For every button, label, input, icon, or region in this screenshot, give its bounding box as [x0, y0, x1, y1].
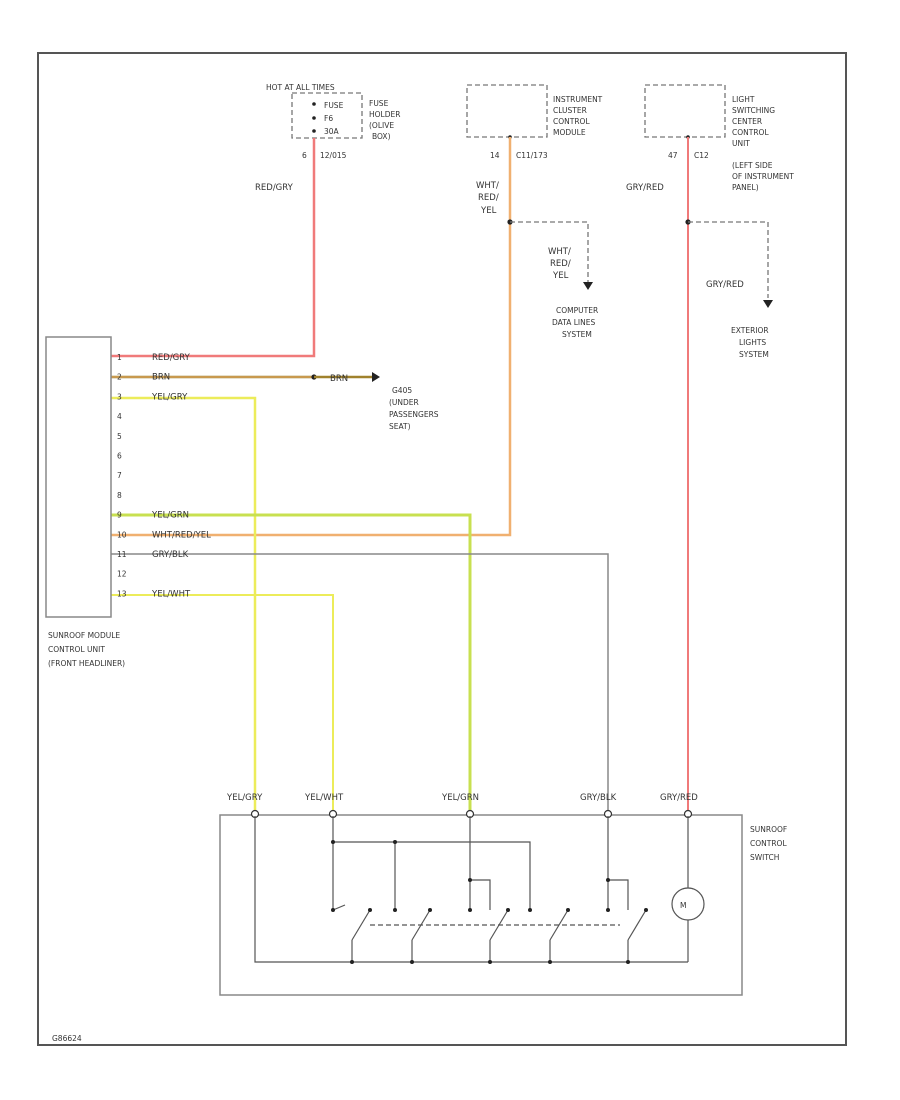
module-wire-label-9: YEL/GRN [151, 511, 189, 521]
wire-label-wry-branch-3: YEL [552, 271, 569, 281]
lscm-line-2: SWITCHING [732, 106, 775, 115]
module-pin-8: 8 [117, 491, 122, 500]
wire-label-wry-branch-2: RED/ [550, 259, 571, 269]
module-wire-label-13: YEL/WHT [151, 589, 191, 599]
wire-yel-wht [110, 594, 334, 810]
exterior-lights-line-1: EXTERIOR [731, 326, 769, 335]
fuse-pin-2: F6 [324, 114, 333, 123]
lscm-line-6: (LEFT SIDE [732, 161, 773, 170]
exterior-lights-line-2: LIGHTS [739, 338, 766, 347]
switch-name-line-1: SUNROOF [750, 825, 787, 834]
module-pin-6: 6 [117, 452, 122, 461]
icm-line-2: CLUSTER [553, 106, 587, 115]
icm-line-3: CONTROL [553, 117, 590, 126]
lscm-line-4: CONTROL [732, 128, 769, 137]
switch-name-line-3: SWITCH [750, 853, 779, 862]
module-pin-9: 9 [117, 511, 122, 520]
fuse-holder: HOT AT ALL TIMES FUSE F6 30A FUSE HOLDER… [266, 83, 400, 160]
lscm-line-1: LIGHT [732, 95, 755, 104]
fuse-label-line-4: BOX) [372, 132, 391, 141]
sunroof-module: 1 RED/GRY 2 BRN 3 YEL/GRY 4 5 6 7 8 9 YEL/GRN 10 WHT/R… [45, 336, 211, 668]
ground-line-3: PASSENGERS [389, 410, 439, 419]
switch-terminal-label-2: YEL/WHT [304, 793, 344, 803]
wire-label-gry-red-branch: GRY/RED [706, 280, 744, 290]
module-name-line-3: (FRONT HEADLINER) [48, 659, 125, 668]
module-pin-2: 2 [117, 373, 122, 382]
wire-yel-grn [110, 513, 472, 810]
icm-connector: C11/173 [516, 151, 548, 160]
wire-gry-blk [110, 553, 609, 810]
module-pin-13: 13 [117, 589, 127, 598]
module-pin-5: 5 [117, 432, 122, 441]
lscm-line-7: OF INSTRUMENT [732, 172, 794, 181]
fuse-connector: 12/015 [320, 151, 347, 160]
module-pin-3: 3 [117, 392, 122, 401]
switch-name-line-2: CONTROL [750, 839, 787, 848]
module-wire-label-2: BRN [152, 373, 170, 383]
module-name-line-2: CONTROL UNIT [48, 645, 105, 654]
switch-contact-dots [331, 840, 648, 964]
instrument-cluster-module: INSTRUMENT CLUSTER CONTROL MODULE 14 C11… [466, 84, 603, 160]
icm-pin-number: 14 [490, 151, 500, 160]
module-pin-11: 11 [117, 550, 127, 559]
ground-line-1: G405 [392, 386, 412, 395]
svg-text:M: M [680, 901, 686, 910]
diagram-code: G86624 [52, 1034, 82, 1043]
wire-gry-red-branch [688, 221, 769, 298]
computer-data-line-2: DATA LINES [552, 318, 595, 327]
sunroof-control-switch: YEL/GRY YEL/WHT YEL/GRN GRY/BLK GRY/RED SUNR… [219, 793, 787, 996]
fuse-label-line-1: FUSE [369, 99, 389, 108]
icm-line-4: MODULE [553, 128, 586, 137]
wire-wht-red-yel [110, 137, 512, 537]
wire-label-brn-splice: BRN [330, 374, 348, 384]
diagram-frame [37, 52, 847, 1046]
module-pin-7: 7 [117, 471, 122, 480]
wire-red-gry [110, 138, 316, 358]
wire-label-gry-red: GRY/RED [626, 183, 664, 193]
module-pin-12: 12 [117, 570, 127, 579]
light-switching-center: LIGHT SWITCHING CENTER CONTROL UNIT (LEF… [644, 84, 794, 192]
module-pin-4: 4 [117, 412, 122, 421]
fuse-pin-1: FUSE [324, 101, 344, 110]
switch-terminal-label-3: YEL/GRN [441, 793, 479, 803]
lscm-line-5: UNIT [732, 139, 750, 148]
switch-terminal-label-1: YEL/GRY [226, 793, 263, 803]
computer-data-line-3: SYSTEM [562, 330, 592, 339]
wire-label-wry-2: RED/ [478, 193, 499, 203]
lscm-connector: C12 [694, 151, 709, 160]
icm-line-1: INSTRUMENT [553, 95, 603, 104]
computer-data-arrow [583, 282, 593, 290]
wire-label-red-gry: RED/GRY [255, 183, 294, 193]
module-wire-label-11: GRY/BLK [152, 550, 189, 560]
fuse-title: HOT AT ALL TIMES [266, 83, 335, 92]
module-wire-label-3: YEL/GRY [151, 392, 188, 402]
switch-terminal-label-4: GRY/BLK [580, 793, 617, 803]
fuse-pin-3: 30A [324, 127, 340, 136]
module-name-line-1: SUNROOF MODULE [48, 631, 120, 640]
switch-terminal-label-5: GRY/RED [660, 793, 698, 803]
switch-internal-circuit: M [254, 816, 705, 963]
fuse-label-line-2: HOLDER [369, 110, 400, 119]
ground-line-2: (UNDER [389, 398, 419, 407]
lscm-line-8: PANEL) [732, 183, 759, 192]
module-pin-1: 1 [117, 353, 122, 362]
wire-yel-gry [110, 396, 257, 810]
ground-line-4: SEAT) [389, 422, 411, 431]
module-pin-10: 10 [117, 530, 127, 539]
wire-label-wry-3: YEL [480, 206, 497, 216]
lscm-pin-number: 47 [668, 151, 678, 160]
exterior-lights-line-3: SYSTEM [739, 350, 769, 359]
fuse-pin-number: 6 [302, 151, 307, 160]
ground-arrow [372, 372, 380, 382]
wire-label-wry-branch-1: WHT/ [548, 247, 571, 257]
wire-label-wry-1: WHT/ [476, 181, 499, 191]
fuse-label-line-3: (OLIVE [369, 121, 394, 130]
module-wire-label-1: RED/GRY [152, 353, 191, 363]
computer-data-line-1: COMPUTER [556, 306, 598, 315]
wire-wry-branch [510, 221, 589, 282]
exterior-lights-arrow [763, 300, 773, 308]
module-wire-label-10: WHT/RED/YEL [152, 530, 211, 540]
lscm-line-3: CENTER [732, 117, 762, 126]
